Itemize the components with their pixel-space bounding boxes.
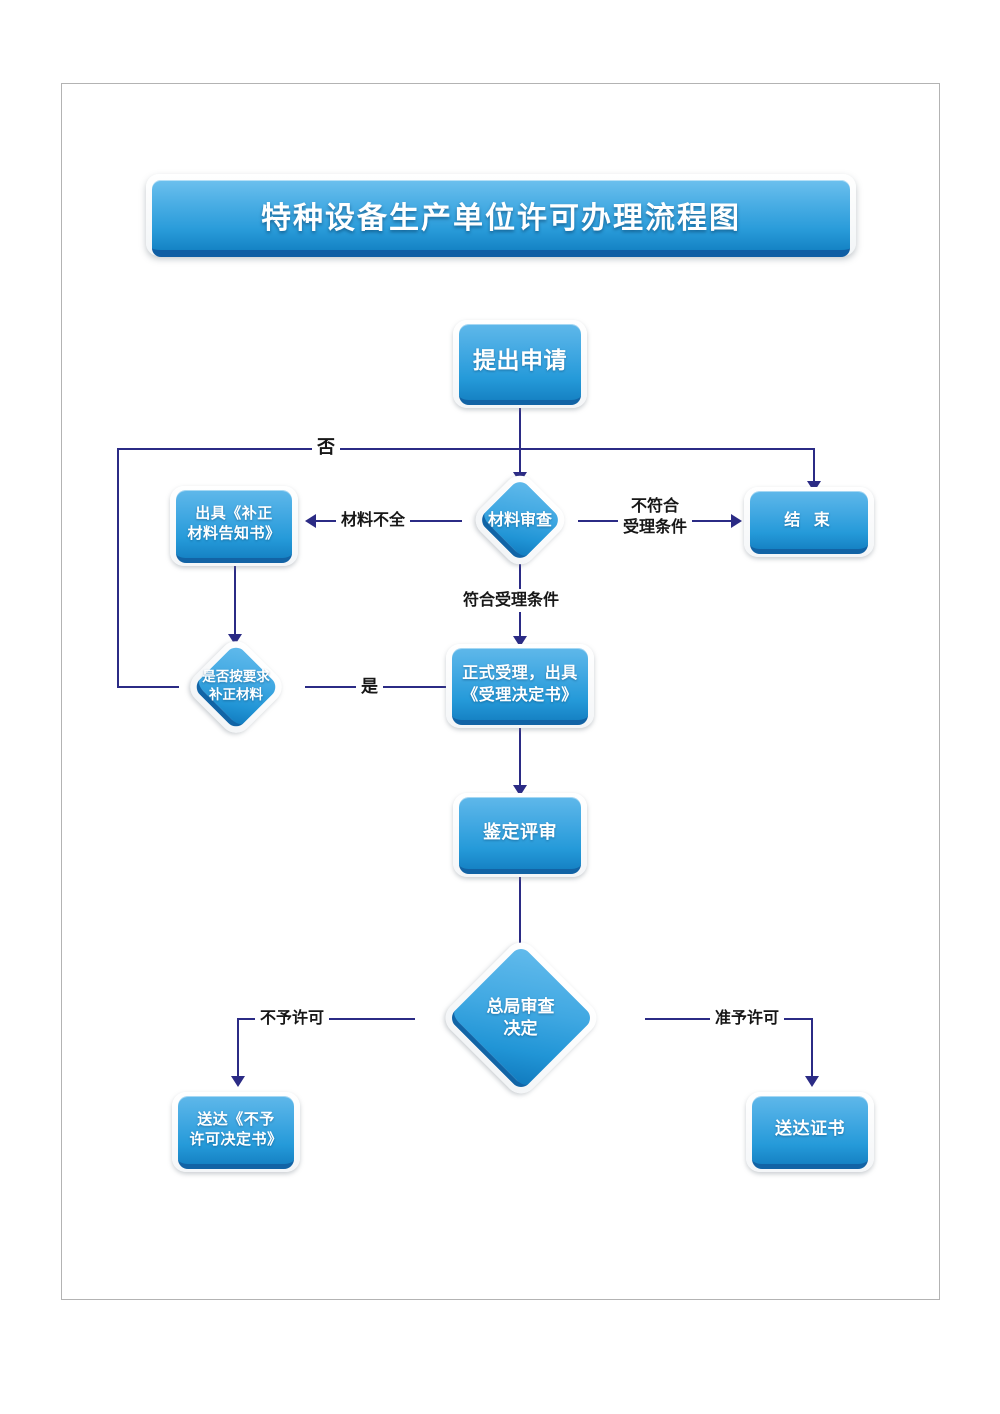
edge-label-license-refused: 不予许可 — [255, 1007, 330, 1030]
node-deliver-refusal-label: 送达《不予 许可决定书》 — [189, 1109, 283, 1148]
connector-acceptance-to-assessment — [519, 727, 521, 789]
arrowhead-review-to-end — [731, 514, 742, 528]
node-issue-correction-notice[interactable]: 出具《补正 材料告知书》 — [170, 486, 298, 566]
connector-submit-to-review — [519, 406, 521, 476]
connector-decision-to-refusal-down — [237, 1018, 239, 1080]
arrowhead-notice-to-corrected — [228, 634, 242, 645]
edge-label-no: 否 — [312, 435, 340, 461]
node-assessment-review-face: 鉴定评审 — [459, 796, 581, 874]
arrowhead-no-to-end — [807, 481, 821, 492]
node-deliver-certificate[interactable]: 送达证书 — [746, 1092, 874, 1172]
page-title: 特种设备生产单位许可办理流程图 — [261, 201, 741, 236]
node-issue-correction-notice-label: 出具《补正 材料告知书》 — [187, 503, 281, 542]
connector-no-loop-bottom — [117, 686, 179, 688]
node-formal-acceptance[interactable]: 正式受理，出具 《受理决定书》 — [446, 644, 594, 728]
node-material-review[interactable]: 材料审查 — [452, 469, 588, 571]
node-deliver-refusal[interactable]: 送达《不予 许可决定书》 — [172, 1092, 300, 1172]
flowchart-title-banner: 特种设备生产单位许可办理流程图 — [146, 174, 856, 257]
node-deliver-certificate-face: 送达证书 — [752, 1095, 868, 1169]
node-deliver-certificate-label: 送达证书 — [775, 1119, 845, 1140]
node-bureau-decision[interactable]: 总局审查 决定 — [408, 935, 633, 1101]
node-submit-application-label: 提出申请 — [473, 348, 567, 375]
node-material-review-shape — [469, 469, 571, 571]
connector-decision-to-certificate-down — [811, 1018, 813, 1080]
node-submit-application[interactable]: 提出申请 — [453, 320, 587, 408]
node-corrected-as-required-shape — [183, 634, 289, 740]
node-corrected-as-required-face — [192, 643, 280, 731]
node-end-label: 结 束 — [784, 509, 834, 529]
edge-label-meeting-conditions: 符合受理条件 — [458, 589, 565, 612]
connector-no-loop-left — [117, 448, 119, 688]
node-material-review-face — [477, 477, 563, 563]
arrowhead-review-to-acceptance — [513, 636, 527, 647]
node-end-face: 结 束 — [750, 490, 868, 554]
node-formal-acceptance-face: 正式受理，出具 《受理决定书》 — [452, 647, 588, 725]
node-end[interactable]: 结 束 — [744, 487, 874, 557]
connector-assessment-to-decision — [519, 877, 521, 955]
arrowhead-decision-to-refusal — [231, 1076, 245, 1087]
connector-no-loop-right — [813, 448, 815, 485]
node-issue-correction-notice-face: 出具《补正 材料告知书》 — [176, 489, 292, 563]
node-submit-application-face: 提出申请 — [459, 323, 581, 405]
node-bureau-decision-shape — [438, 935, 603, 1101]
arrowhead-review-to-notice — [305, 514, 316, 528]
edge-label-incomplete-materials: 材料不全 — [336, 509, 411, 532]
edge-label-license-granted: 准予许可 — [710, 1007, 785, 1030]
connector-notice-to-corrected — [234, 566, 236, 638]
node-assessment-review-label: 鉴定评审 — [483, 821, 557, 843]
edge-label-yes: 是 — [356, 675, 383, 700]
edge-label-not-meeting-conditions: 不符合 受理条件 — [618, 495, 693, 539]
node-bureau-decision-face — [446, 944, 595, 1092]
node-assessment-review[interactable]: 鉴定评审 — [453, 793, 587, 877]
node-corrected-as-required[interactable]: 是否按要求 补正材料 — [166, 634, 306, 740]
connector-no-loop-top — [117, 448, 815, 450]
node-formal-acceptance-label: 正式受理，出具 《受理决定书》 — [462, 663, 578, 704]
node-deliver-refusal-face: 送达《不予 许可决定书》 — [178, 1095, 294, 1169]
arrowhead-acceptance-to-assessment — [513, 785, 527, 796]
arrowhead-decision-to-certificate — [805, 1076, 819, 1087]
